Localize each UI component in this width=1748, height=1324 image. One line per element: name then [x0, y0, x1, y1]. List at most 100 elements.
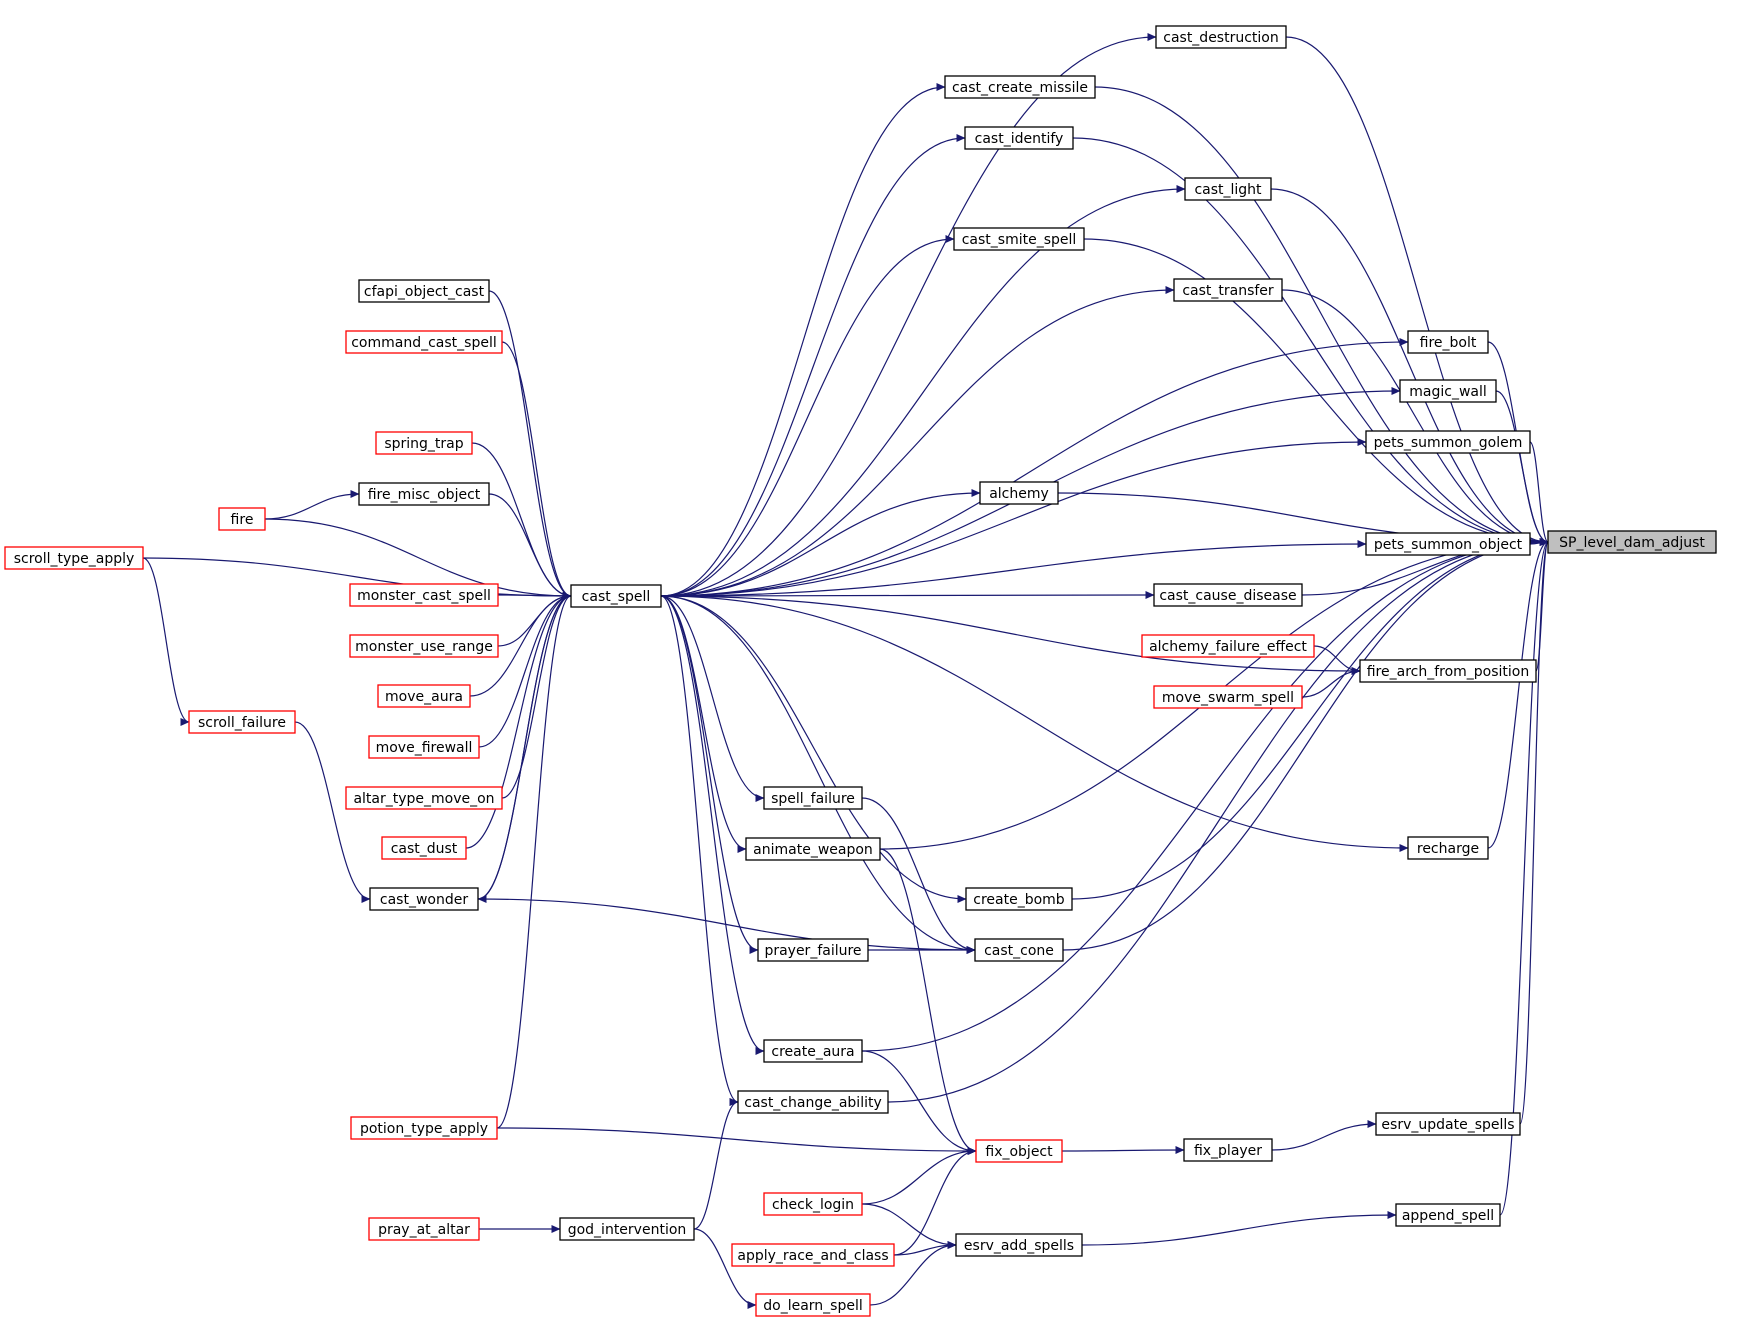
- node-create-aura[interactable]: create_aura: [763, 1039, 863, 1063]
- node-box: [368, 1217, 480, 1241]
- node-cast-create-missile[interactable]: cast_create_missile: [944, 75, 1096, 99]
- node-monster-cast-spell[interactable]: monster_cast_spell: [349, 583, 499, 607]
- node-move-firewall[interactable]: move_firewall: [368, 735, 480, 759]
- node-recharge[interactable]: recharge: [1407, 836, 1489, 860]
- node-move-aura[interactable]: move_aura: [377, 684, 471, 708]
- node-label: pray_at_altar: [378, 1222, 470, 1238]
- node-cast-change-ability[interactable]: cast_change_ability: [737, 1090, 889, 1114]
- edge-cast-transfer-to-SP-level-dam-adjust: [1281, 289, 1549, 547]
- node-alchemy[interactable]: alchemy: [979, 481, 1059, 505]
- node-esrv-add-spells[interactable]: esrv_add_spells: [955, 1233, 1083, 1257]
- node-altar-type-move-on[interactable]: altar_type_move_on: [345, 786, 503, 810]
- edge-fix-object-to-fix-player: [1061, 1145, 1185, 1155]
- node-label: fire_bolt: [1420, 335, 1477, 351]
- node-cast-transfer[interactable]: cast_transfer: [1173, 278, 1283, 302]
- node-fire-bolt[interactable]: fire_bolt: [1407, 330, 1489, 354]
- edge-cast-spell-to-prayer-failure: [660, 595, 759, 954]
- node-potion-type-apply[interactable]: potion_type_apply: [350, 1116, 498, 1140]
- node-animate-weapon[interactable]: animate_weapon: [745, 837, 881, 861]
- node-label: cfapi_object_cast: [364, 284, 485, 300]
- node-box: [1399, 379, 1497, 403]
- node-cast-smite-spell[interactable]: cast_smite_spell: [953, 227, 1085, 251]
- node-cast-light[interactable]: cast_light: [1184, 177, 1272, 201]
- node-box: [1395, 1203, 1501, 1227]
- node-label: monster_cast_spell: [357, 588, 491, 604]
- node-box: [345, 786, 503, 810]
- node-label: check_login: [772, 1197, 854, 1213]
- node-scroll-failure[interactable]: scroll_failure: [188, 710, 296, 734]
- edge-create-bomb-to-SP-level-dam-adjust: [1071, 537, 1549, 900]
- edge-cast-light-to-SP-level-dam-adjust: [1270, 188, 1549, 547]
- edge-cast-change-ability-to-SP-level-dam-adjust: [887, 537, 1549, 1103]
- node-box: [763, 1039, 863, 1063]
- node-fix-player[interactable]: fix_player: [1183, 1138, 1273, 1162]
- node-cast-cause-disease[interactable]: cast_cause_disease: [1153, 583, 1303, 607]
- edge-fire-to-fire-misc-object: [264, 489, 360, 520]
- node-append-spell[interactable]: append_spell: [1395, 1203, 1501, 1227]
- node-box: [381, 836, 467, 860]
- node-cast-dust[interactable]: cast_dust: [381, 836, 467, 860]
- node-label: spell_failure: [771, 791, 855, 807]
- edge-move-aura-to-cast-spell: [469, 591, 572, 697]
- node-do-learn-spell[interactable]: do_learn_spell: [755, 1293, 871, 1317]
- edge-cast-spell-to-alchemy: [660, 488, 981, 597]
- edge-fire-misc-object-to-cast-spell: [488, 493, 572, 601]
- node-spell-failure[interactable]: spell_failure: [763, 786, 863, 810]
- node-box: [755, 1293, 871, 1317]
- node-esrv-update-spells[interactable]: esrv_update_spells: [1375, 1112, 1521, 1136]
- node-SP-level-dam-adjust[interactable]: SP_level_dam_adjust: [1547, 530, 1717, 554]
- node-god-intervention[interactable]: god_intervention: [559, 1217, 695, 1241]
- node-pray-at-altar[interactable]: pray_at_altar: [368, 1217, 480, 1241]
- edge-create-aura-to-SP-level-dam-adjust: [861, 537, 1549, 1052]
- node-label: cast_identify: [975, 131, 1064, 147]
- node-box: [369, 887, 479, 911]
- node-move-swarm-spell[interactable]: move_swarm_spell: [1153, 685, 1303, 709]
- node-box: [1375, 1112, 1521, 1136]
- node-magic-wall[interactable]: magic_wall: [1399, 379, 1497, 403]
- node-pets-summon-golem[interactable]: pets_summon_golem: [1365, 430, 1531, 454]
- node-spring-trap[interactable]: spring_trap: [375, 431, 473, 455]
- node-create-bomb[interactable]: create_bomb: [965, 887, 1073, 911]
- node-check-login[interactable]: check_login: [763, 1192, 863, 1216]
- node-monster-use-range[interactable]: monster_use_range: [349, 634, 499, 658]
- edge-alchemy-failure-effect-to-fire-arch-from-position: [1313, 645, 1361, 676]
- node-cast-wonder[interactable]: cast_wonder: [369, 887, 479, 911]
- node-label: cast_wonder: [380, 892, 468, 908]
- node-label: fire_misc_object: [368, 487, 481, 503]
- node-box: [368, 735, 480, 759]
- edge-do-learn-spell-to-esrv-add-spells: [869, 1240, 957, 1306]
- edge-scroll-type-apply-to-scroll-failure: [142, 557, 190, 726]
- edge-spell-failure-to-cast-cone: [861, 797, 976, 955]
- node-pets-summon-object[interactable]: pets_summon_object: [1365, 532, 1531, 556]
- node-fire-arch-from-position[interactable]: fire_arch_from_position: [1359, 659, 1537, 683]
- node-fire[interactable]: fire: [218, 507, 266, 531]
- node-cast-cone[interactable]: cast_cone: [974, 938, 1064, 962]
- node-scroll-type-apply[interactable]: scroll_type_apply: [4, 546, 144, 570]
- node-box: [559, 1217, 695, 1241]
- edge-cast-spell-to-cast-destruction: [660, 32, 1157, 597]
- edge-cast-spell-to-pets-summon-object: [660, 539, 1367, 597]
- edge-cast-spell-to-fire-bolt: [660, 337, 1409, 597]
- node-apply-race-and-class[interactable]: apply_race_and_class: [731, 1243, 895, 1267]
- edge-cast-identify-to-SP-level-dam-adjust: [1072, 137, 1549, 547]
- node-prayer-failure[interactable]: prayer_failure: [757, 938, 869, 962]
- node-box: [975, 1139, 1063, 1163]
- edge-cast-spell-to-spell-failure: [660, 595, 765, 803]
- node-label: move_swarm_spell: [1162, 690, 1294, 706]
- node-cast-destruction[interactable]: cast_destruction: [1155, 25, 1287, 49]
- node-box: [1365, 532, 1531, 556]
- node-alchemy-failure-effect[interactable]: alchemy_failure_effect: [1141, 634, 1315, 658]
- node-cfapi-object-cast[interactable]: cfapi_object_cast: [358, 279, 490, 303]
- node-box: [965, 887, 1073, 911]
- edge-potion-type-apply-to-cast-spell: [496, 592, 572, 1129]
- node-command-cast-spell[interactable]: command_cast_spell: [345, 330, 503, 354]
- node-fire-misc-object[interactable]: fire_misc_object: [358, 482, 490, 506]
- edge-god-intervention-to-cast-change-ability: [693, 1098, 739, 1230]
- node-cast-identify[interactable]: cast_identify: [964, 126, 1074, 150]
- node-box: [375, 431, 473, 455]
- edge-animate-weapon-to-fix-object: [879, 848, 977, 1155]
- node-cast-spell[interactable]: cast_spell: [570, 584, 662, 608]
- node-box: [1407, 836, 1489, 860]
- node-fix-object[interactable]: fix_object: [975, 1139, 1063, 1163]
